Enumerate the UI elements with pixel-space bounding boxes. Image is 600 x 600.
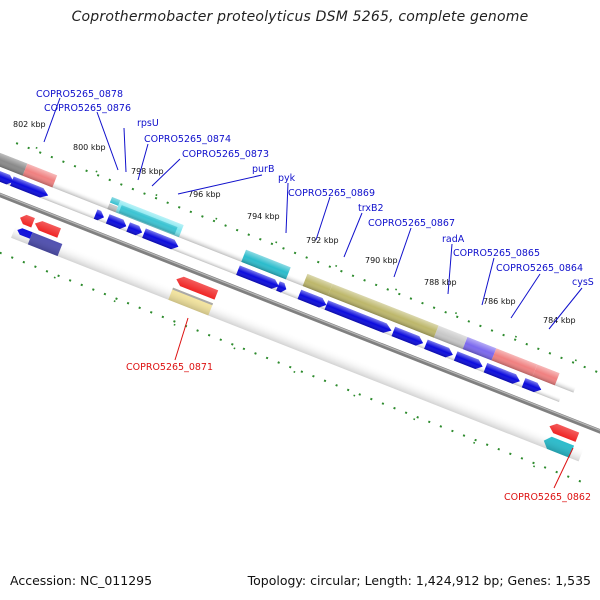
- gene-label-copro5265-0878: COPRO5265_0878: [36, 89, 123, 100]
- scale-label-790: 790 kbp: [365, 256, 398, 265]
- gene-label-rpsU: rpsU: [137, 118, 159, 129]
- outer-scale-ring: [15, 139, 600, 383]
- genome-backbone: [0, 191, 600, 438]
- inner-scale-ring: [0, 242, 582, 486]
- gene-labels: COPRO5265_0878 COPRO5265_0876 rpsU COPRO…: [36, 89, 594, 503]
- gene-label-copro5265-0873: COPRO5265_0873: [182, 149, 269, 160]
- gene-label-pyk: pyk: [278, 173, 296, 184]
- gene-label-cysS: cysS: [572, 277, 594, 288]
- scale-label-784: 784 kbp: [543, 316, 576, 325]
- gene-label-copro5265-0864: COPRO5265_0864: [496, 263, 583, 274]
- gene-label-copro5265-0865: COPRO5265_0865: [453, 248, 540, 259]
- scale-label-786: 786 kbp: [483, 297, 516, 306]
- gene-label-copro5265-0867: COPRO5265_0867: [368, 218, 455, 229]
- gene-label-copro5265-0876: COPRO5265_0876: [44, 103, 131, 114]
- gene-label-trxB2: trxB2: [358, 203, 384, 214]
- scale-label-800: 800 kbp: [73, 143, 106, 152]
- accession-text: Accession: NC_011295: [10, 573, 153, 588]
- scale-label-group: 802 kbp 800 kbp 798 kbp 796 kbp 794 kbp …: [13, 120, 576, 325]
- genome-summary-text: Topology: circular; Length: 1,424,912 bp…: [247, 573, 591, 588]
- gene-label-radA: radA: [442, 234, 465, 245]
- scale-label-796: 796 kbp: [188, 190, 221, 199]
- gene-label-copro5265-0869: COPRO5265_0869: [288, 188, 375, 199]
- scale-label-794: 794 kbp: [247, 212, 280, 221]
- gene-label-copro5265-0871: COPRO5265_0871: [126, 362, 213, 373]
- gene-label-copro5265-0874: COPRO5265_0874: [144, 134, 231, 145]
- scale-label-792: 792 kbp: [306, 236, 339, 245]
- gene-label-purB: purB: [252, 164, 274, 175]
- map-title: Coprothermobacter proteolyticus DSM 5265…: [71, 9, 529, 25]
- scale-label-788: 788 kbp: [424, 278, 457, 287]
- forward-cds: [0, 165, 563, 403]
- gene-label-copro5265-0862: COPRO5265_0862: [504, 492, 591, 503]
- forward-features: [0, 149, 579, 393]
- reverse-cds: [11, 212, 589, 462]
- label-leaders: [43, 97, 583, 489]
- scale-label-802: 802 kbp: [13, 120, 46, 129]
- scale-label-798: 798 kbp: [131, 167, 164, 176]
